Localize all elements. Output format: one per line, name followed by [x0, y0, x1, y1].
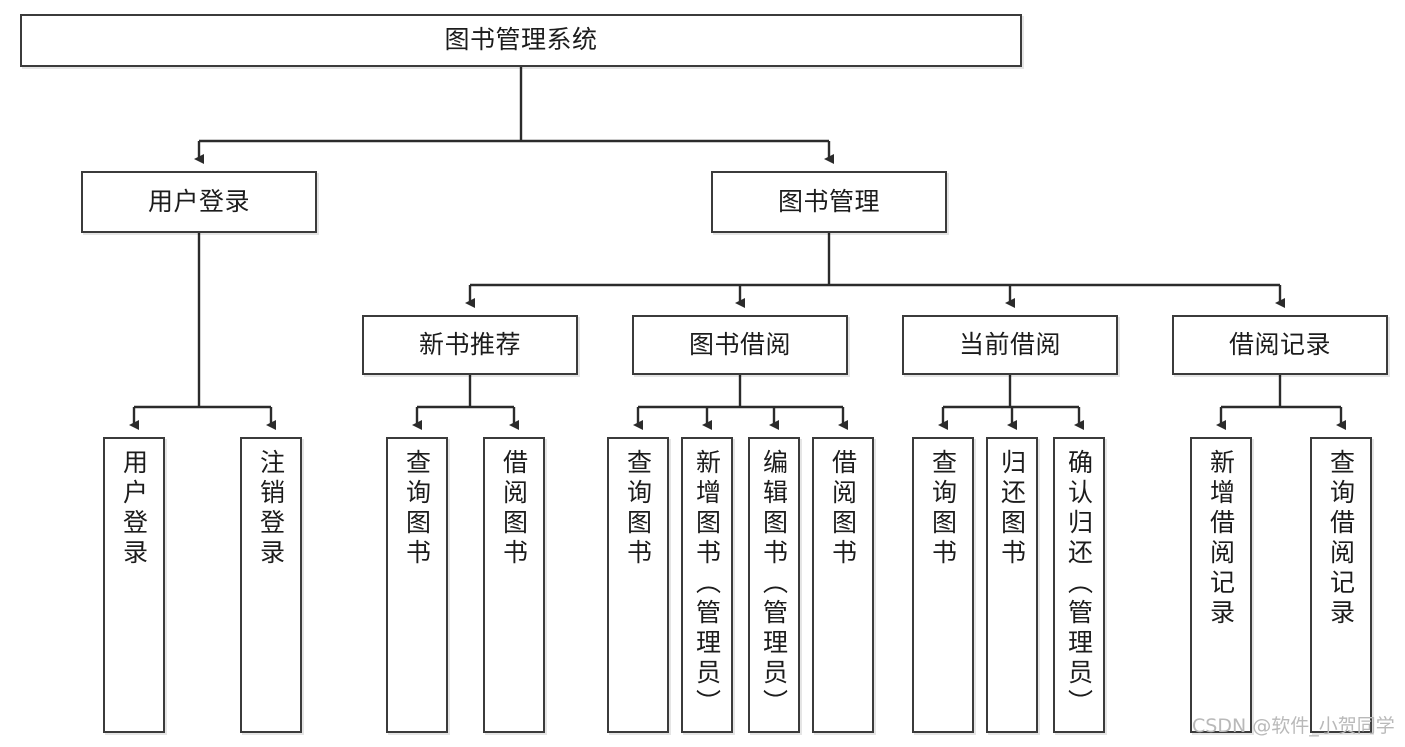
watermark-text: CSDN @软件_小贺同学 — [1192, 715, 1395, 737]
node-label: 新书推荐 — [418, 329, 521, 359]
node-borrow-book-recommend: 借阅图书 — [483, 437, 545, 733]
node-return-book-current: 归还图书 — [986, 437, 1038, 733]
node-user-login-leaf: 用户登录 — [103, 437, 165, 733]
node-label: 图书借阅 — [688, 329, 791, 359]
node-label: 确认归还（管理员） — [1064, 449, 1094, 719]
node-label: 当前借阅 — [958, 329, 1061, 359]
node-label: 图书管理 — [777, 186, 880, 216]
node-borrow-book-borrow: 借阅图书 — [812, 437, 874, 733]
node-label: 借阅图书 — [828, 449, 858, 569]
node-query-book-recommend: 查询图书 — [386, 437, 448, 733]
node-label: 注销登录 — [256, 449, 286, 569]
node-add-book-admin: 新增图书（管理员） — [681, 437, 733, 733]
node-label: 借阅图书 — [499, 449, 529, 569]
node-label: 借阅记录 — [1228, 329, 1331, 359]
node-add-borrow-record: 新增借阅记录 — [1190, 437, 1252, 733]
node-label: 用户登录 — [119, 449, 149, 569]
node-new-book-recommend: 新书推荐 — [362, 315, 578, 375]
node-query-book-borrow: 查询图书 — [607, 437, 669, 733]
node-label: 图书管理系统 — [444, 25, 598, 55]
node-root: 图书管理系统 — [20, 14, 1022, 67]
node-book-management: 图书管理 — [711, 171, 947, 233]
node-book-borrow: 图书借阅 — [632, 315, 848, 375]
node-borrow-record: 借阅记录 — [1172, 315, 1388, 375]
node-user-login: 用户登录 — [81, 171, 317, 233]
node-user-logout-leaf: 注销登录 — [240, 437, 302, 733]
node-label: 用户登录 — [147, 186, 250, 216]
node-query-borrow-record: 查询借阅记录 — [1310, 437, 1372, 733]
node-confirm-return-admin: 确认归还（管理员） — [1053, 437, 1105, 733]
node-current-borrow: 当前借阅 — [902, 315, 1118, 375]
node-label: 归还图书 — [997, 449, 1027, 569]
node-edit-book-admin: 编辑图书（管理员） — [748, 437, 800, 733]
node-label: 查询图书 — [623, 449, 653, 569]
node-label: 编辑图书（管理员） — [759, 449, 789, 719]
node-label: 查询借阅记录 — [1326, 449, 1356, 629]
node-label: 查询图书 — [402, 449, 432, 569]
node-label: 查询图书 — [928, 449, 958, 569]
node-label: 新增图书（管理员） — [692, 449, 722, 719]
node-label: 新增借阅记录 — [1206, 449, 1236, 629]
node-query-book-current: 查询图书 — [912, 437, 974, 733]
